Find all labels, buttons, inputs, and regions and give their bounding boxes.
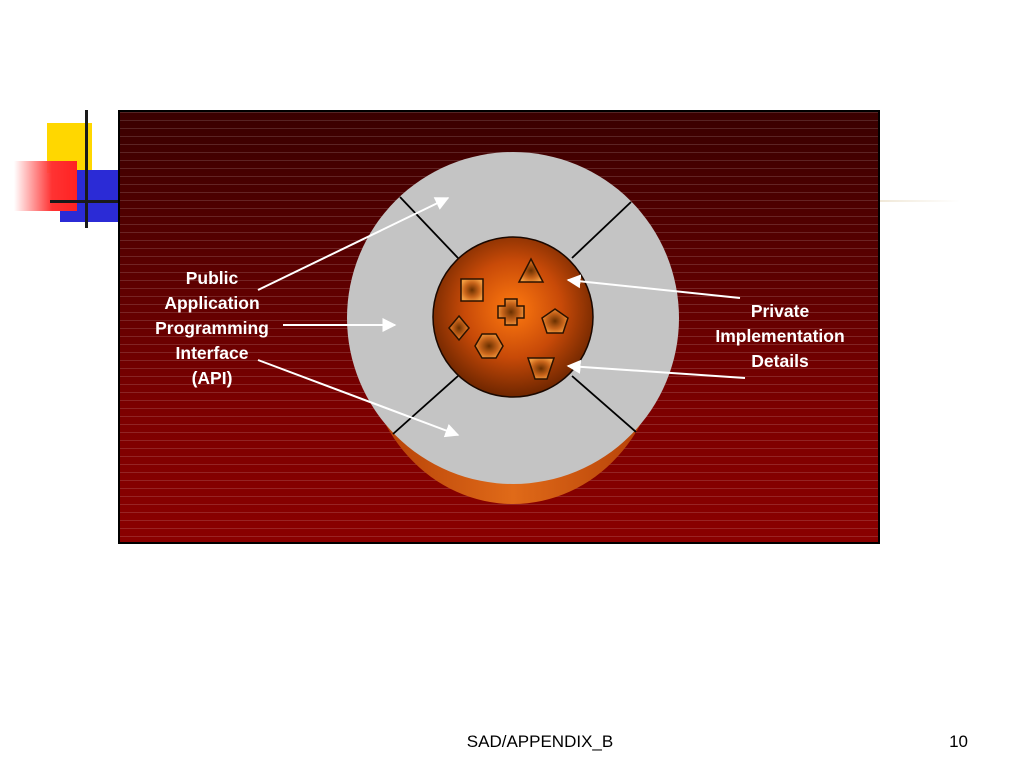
divider-top-left	[399, 196, 459, 259]
cross-shape	[497, 298, 525, 326]
pentagon-shape	[541, 308, 569, 334]
divider-bottom-left	[392, 375, 459, 435]
arrow-private-top	[566, 274, 741, 299]
core-shapes	[448, 257, 569, 380]
deco-horizontal-line	[50, 200, 120, 203]
arrow-api-top	[257, 197, 450, 291]
callout-arrows	[257, 197, 746, 438]
triangle-shape	[517, 257, 545, 283]
ring-dividers	[392, 196, 637, 435]
arrow-private-bottom	[566, 359, 746, 379]
hexagon-shape	[474, 333, 504, 359]
arrow-api-bottom	[257, 359, 460, 438]
deco-vertical-line	[85, 110, 88, 228]
diamond-shape	[448, 314, 470, 342]
trapezoid-shape	[526, 357, 556, 380]
divider-bottom-right	[571, 375, 637, 433]
page-number: 10	[949, 732, 968, 751]
deco-title-rule	[880, 200, 960, 202]
private-implementation-label: Private Implementation Details	[715, 301, 845, 371]
footer-title: SAD/APPENDIX_B	[466, 732, 614, 751]
divider-top-right	[571, 201, 632, 259]
square-shape	[460, 278, 484, 302]
public-api-label: Public Application Programming Interface…	[155, 268, 269, 388]
